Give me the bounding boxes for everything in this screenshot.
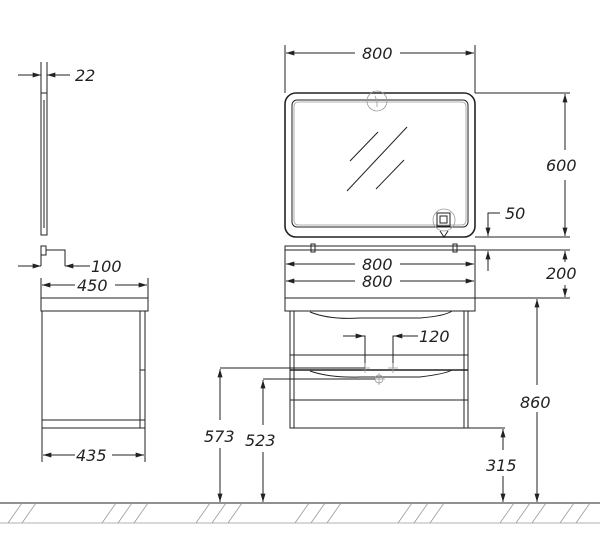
- dim-shelf-width: 800: [362, 255, 393, 274]
- dim-shelf-depth: 100: [91, 257, 122, 276]
- dim-water-inlet-height: 573: [204, 427, 235, 446]
- side-shelf: 100: [18, 245, 122, 276]
- floor-hatch: [117, 502, 133, 524]
- dim-cabinet-base-depth: 435: [76, 446, 107, 465]
- floor-hatch: [227, 502, 243, 524]
- dim-mirror-height: 600: [546, 156, 577, 175]
- floor-hatch: [429, 502, 445, 524]
- floor-hatch: [499, 502, 515, 524]
- floor: [0, 502, 600, 524]
- dim-mirror-shelf-gap: 50: [505, 204, 525, 223]
- floor-hatch: [326, 502, 342, 524]
- floor-hatch: [515, 502, 531, 524]
- floor-hatch: [531, 502, 547, 524]
- dim-shelf-to-counter: 200: [546, 264, 577, 283]
- floor-hatch: [211, 502, 227, 524]
- side-mirror: 22: [18, 62, 95, 236]
- floor-hatch: [21, 502, 37, 524]
- floor-hatch: [195, 502, 211, 524]
- floor-hatch: [413, 502, 429, 524]
- dim-drain-height: 523: [245, 431, 276, 450]
- switch-icon: [432, 208, 456, 232]
- light-icon: [366, 90, 388, 112]
- side-cabinet: 450 435: [40, 276, 149, 465]
- floor-hatch: [7, 502, 23, 524]
- floor-hatch: [294, 502, 310, 524]
- front-mirror: 800 600 50: [284, 44, 577, 238]
- dim-counter-height: 860: [520, 393, 551, 412]
- floor-hatch: [133, 502, 149, 524]
- front-cabinet: 800 120 573 523 315 860: [204, 272, 570, 502]
- front-shelf: 800 200: [284, 243, 577, 297]
- dim-cabinet-top-depth: 450: [77, 276, 108, 295]
- dim-counter-width: 800: [362, 272, 393, 291]
- floor-hatch: [310, 502, 326, 524]
- floor-hatch: [559, 502, 575, 524]
- dim-mirror-width: 800: [362, 44, 393, 63]
- dim-tap-spacing: 120: [419, 327, 450, 346]
- floor-hatch: [575, 502, 591, 524]
- floor-hatch: [101, 502, 117, 524]
- dim-mirror-depth: 22: [75, 66, 95, 85]
- floor-hatch: [397, 502, 413, 524]
- dim-floor-clearance: 315: [486, 456, 517, 475]
